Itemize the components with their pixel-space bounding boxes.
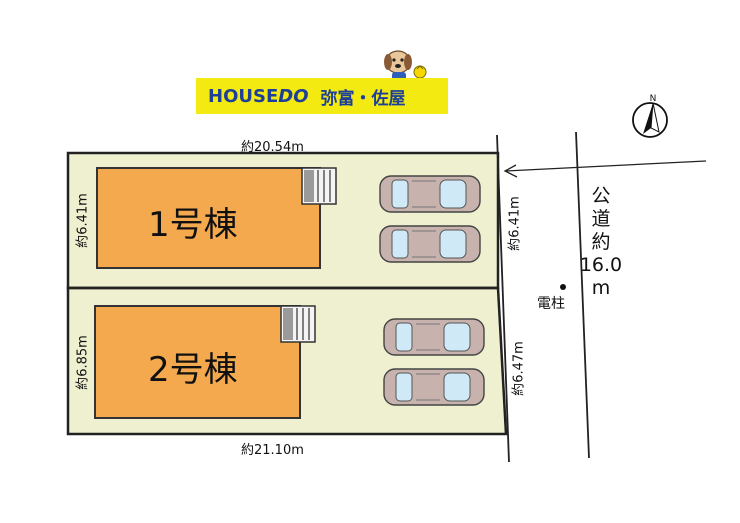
north-arrow-icon: N xyxy=(630,94,670,140)
brand-logo: HOUSEDO xyxy=(208,85,309,107)
entrance-steps-1 xyxy=(301,167,337,205)
building-2 xyxy=(94,305,301,419)
entrance-steps-2 xyxy=(280,305,316,343)
road-char: 道 xyxy=(591,208,611,230)
svg-text:N: N xyxy=(650,94,657,104)
parked-car xyxy=(379,175,481,213)
road-arrow xyxy=(503,160,707,178)
parked-car xyxy=(383,318,485,356)
lot1-frontage-label: 約6.41m xyxy=(507,196,523,251)
road-char: 約 xyxy=(591,231,611,253)
bottom-width-label: 約21.10m xyxy=(241,443,304,458)
road-label: 公 道 約 16.0 m xyxy=(580,185,622,300)
road-char: 公 xyxy=(591,185,611,207)
road-edge-line xyxy=(575,131,590,459)
parked-car xyxy=(379,225,481,263)
dog-mascot-icon xyxy=(380,46,432,84)
building-1-label: 1号棟 xyxy=(148,205,238,245)
branch-name: 弥富・佐屋 xyxy=(320,88,406,109)
parked-car xyxy=(383,368,485,406)
road-char: 16.0 xyxy=(579,254,623,276)
lot2-frontage-label: 約6.47m xyxy=(511,341,527,396)
road-char: m xyxy=(591,277,611,299)
utility-pole-label: 電柱 xyxy=(537,296,565,312)
building-2-label: 2号棟 xyxy=(148,350,238,390)
utility-pole-dot xyxy=(560,284,566,290)
lot1-depth-label: 約6.41m xyxy=(75,193,91,248)
building-1 xyxy=(96,167,321,269)
top-width-label: 約20.54m xyxy=(241,140,304,155)
brand-banner: HOUSEDO 弥富・佐屋 xyxy=(196,78,448,114)
lot2-depth-label: 約6.85m xyxy=(75,335,91,390)
frontage-line xyxy=(496,134,510,463)
